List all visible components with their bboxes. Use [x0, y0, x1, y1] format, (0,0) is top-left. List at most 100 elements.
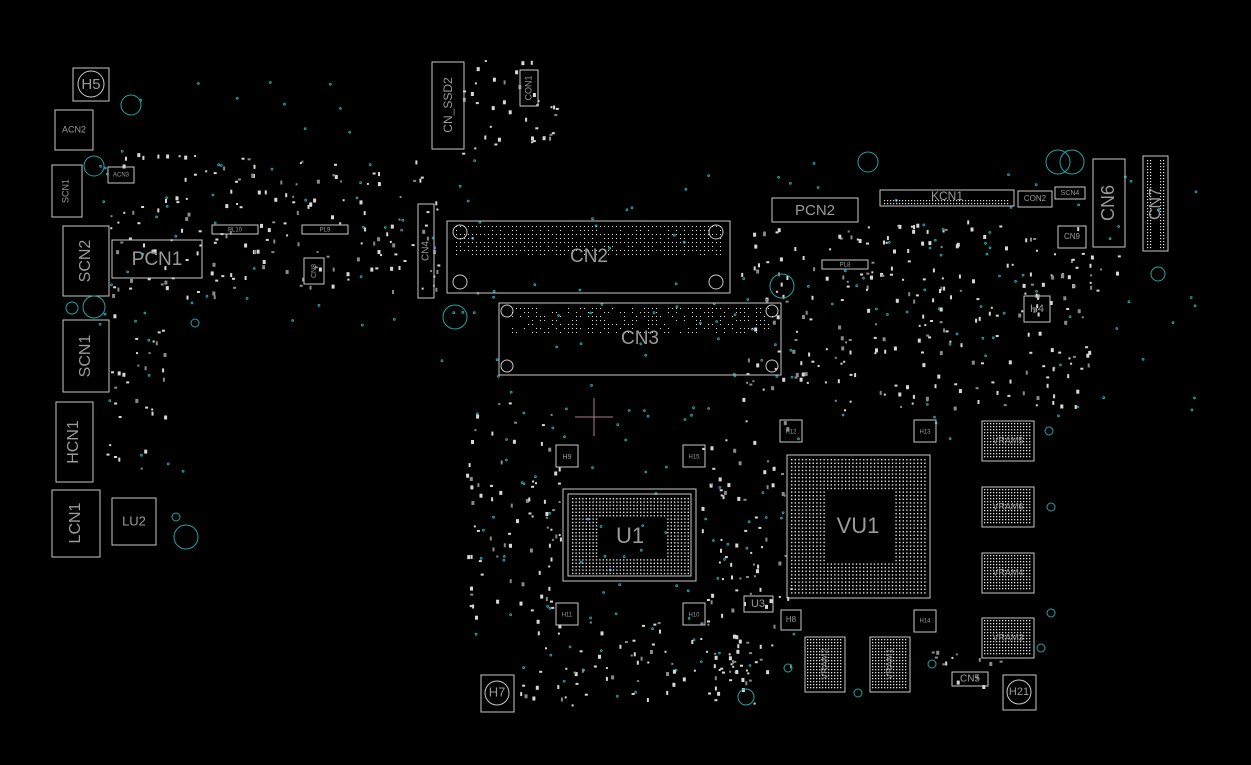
scn4-connector[interactable]	[1054, 186, 1086, 200]
pl10-inductor[interactable]	[211, 224, 259, 235]
pl8-label: PL8	[840, 263, 851, 269]
h11-mounting-hole[interactable]	[555, 602, 579, 626]
acn2-label: ACN2	[62, 124, 86, 134]
cn4-connector[interactable]	[417, 203, 435, 299]
h7-mounting-hole[interactable]	[480, 674, 515, 713]
kcn1-connector[interactable]	[879, 189, 1015, 207]
acn2-connector[interactable]	[54, 109, 94, 151]
u3-chip[interactable]	[743, 595, 774, 613]
via-field	[98, 81, 1198, 698]
vram2-chip[interactable]	[804, 636, 846, 693]
lu2-label: LU2	[122, 513, 146, 528]
h8-mounting-hole[interactable]	[780, 609, 802, 631]
h9-label: H9	[563, 454, 572, 461]
vram2-label: VRAM2	[819, 648, 829, 679]
h21-mounting-hole[interactable]	[1002, 674, 1037, 711]
cn6-connector[interactable]	[1092, 158, 1126, 248]
h15-label: H15	[688, 455, 700, 461]
acn3-label: ACN3	[113, 173, 130, 179]
scn1-connector[interactable]	[62, 319, 110, 393]
scn1-top-connector[interactable]	[51, 164, 83, 218]
pin-grids	[456, 160, 1165, 689]
pl10-label: PL10	[228, 228, 243, 234]
vram4-chip[interactable]	[981, 552, 1035, 594]
h13-label: H13	[919, 430, 931, 436]
via-ring	[1036, 643, 1046, 653]
mounting-ring	[769, 273, 795, 299]
mounting-ring	[83, 155, 105, 177]
h7-label: H7	[489, 684, 506, 699]
con2-connector[interactable]	[1017, 190, 1053, 208]
h9-mounting-hole[interactable]	[555, 444, 579, 468]
h15-mounting-hole[interactable]	[682, 444, 706, 468]
scn2-label: SCN2	[77, 240, 94, 283]
h12-mounting-hole[interactable]	[779, 419, 803, 443]
cn7-connector[interactable]	[1142, 155, 1169, 252]
cn3-label: CN3	[621, 328, 659, 349]
u1-label: U1	[616, 523, 644, 548]
u3-label: U3	[751, 598, 765, 610]
vram5-chip[interactable]	[981, 420, 1035, 462]
mounting-ring	[82, 295, 106, 319]
scn2-connector[interactable]	[62, 225, 110, 297]
h13-mounting-hole[interactable]	[913, 419, 937, 443]
mounting-ring	[737, 688, 755, 706]
h11-label: H11	[562, 613, 573, 619]
crosshair-marker	[575, 398, 613, 436]
via-ring	[171, 512, 181, 522]
cn5-label: CN5	[960, 674, 980, 685]
vram5-label: VRAM5	[992, 435, 1023, 445]
cn8-connector[interactable]	[303, 257, 325, 285]
con1-connector[interactable]	[519, 69, 539, 107]
vu1-label: VU1	[837, 513, 880, 538]
con1-label: CON1	[523, 75, 533, 100]
vram6-label: VRAM6	[992, 501, 1023, 511]
cn5-connector[interactable]	[951, 671, 989, 687]
con2-label: CON2	[1024, 194, 1047, 203]
cn7-label: CN7	[1147, 188, 1164, 220]
vu1-gpu[interactable]	[786, 454, 931, 599]
h14-mounting-hole[interactable]	[913, 609, 937, 633]
acn3-connector[interactable]	[107, 166, 135, 184]
small-component-field	[106, 60, 1121, 707]
pcn2-label: PCN2	[795, 202, 835, 219]
cn3-slot[interactable]	[498, 302, 782, 376]
h14-label: H14	[919, 619, 931, 625]
h4-mounting-hole[interactable]	[1023, 295, 1051, 323]
h8-label: H8	[786, 615, 797, 624]
mounting-ring	[1045, 149, 1071, 175]
hcn1-label: HCN1	[65, 420, 82, 464]
pl8-inductor[interactable]	[821, 259, 869, 270]
cn-ssd2-connector[interactable]	[431, 61, 465, 150]
lu2-chip[interactable]	[111, 497, 157, 546]
pl9-inductor[interactable]	[301, 224, 349, 235]
pcn1-connector[interactable]	[111, 239, 203, 279]
h12-label: H12	[785, 430, 797, 436]
mounting-ring	[173, 524, 199, 550]
cn9-connector[interactable]	[1057, 225, 1087, 249]
cn6-label: CN6	[1098, 185, 1118, 221]
hcn1-connector[interactable]	[55, 401, 94, 483]
vram4-label: VRAM4	[992, 567, 1023, 577]
cn4-label: CN4	[421, 241, 432, 261]
u1-cpu[interactable]	[562, 488, 697, 582]
h5-label: H5	[81, 76, 100, 93]
vram6-chip[interactable]	[981, 486, 1035, 528]
via-ring	[1044, 426, 1054, 436]
via-ring	[1046, 608, 1056, 618]
h5-mounting-hole[interactable]	[72, 67, 142, 116]
pcn2-connector[interactable]	[771, 197, 859, 223]
h21-label: H21	[1009, 686, 1029, 698]
vram3-chip[interactable]	[981, 617, 1035, 659]
mounting-ring	[65, 301, 79, 315]
h10-mounting-hole[interactable]	[682, 602, 706, 626]
scn1-label: SCN1	[77, 335, 94, 378]
h10-label: H10	[688, 613, 700, 619]
pl9-label: PL9	[320, 228, 331, 234]
mounting-ring	[1150, 266, 1166, 282]
vram3-label: VRAM3	[992, 632, 1023, 642]
scn1-top-label: SCN1	[60, 179, 70, 203]
lcn1-connector[interactable]	[51, 489, 101, 558]
vram1-chip[interactable]	[869, 636, 911, 693]
